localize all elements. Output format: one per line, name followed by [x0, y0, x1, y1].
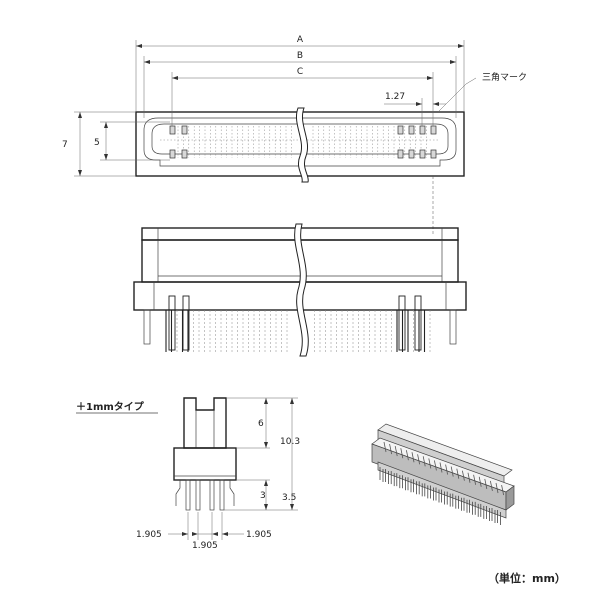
- dim-a: A: [297, 35, 304, 45]
- detail-pins: [175, 479, 235, 511]
- dim-height-outer: 7: [62, 140, 68, 150]
- top-view-shroud-inner: [151, 123, 449, 155]
- plus-1mm-detail: [168, 397, 298, 540]
- detail-upper-body: [183, 397, 227, 449]
- dim-10-3: 10.3: [280, 437, 300, 447]
- top-view-shroud: [143, 117, 457, 167]
- dim-height-inner: 5: [94, 138, 100, 148]
- dim-b: B: [297, 51, 303, 61]
- top-view-pin-grid: [160, 126, 440, 158]
- side-view-break: [294, 223, 309, 357]
- top-view-pins-left: [169, 125, 188, 159]
- unit-note: （単位：mm）: [488, 571, 566, 585]
- top-dimensions: [74, 40, 477, 236]
- dim-1905-mid: 1.905: [192, 541, 218, 551]
- side-view-left-post: [143, 309, 151, 345]
- isometric-contact-slots: [383, 441, 504, 496]
- dim-1905-left: 1.905: [136, 530, 162, 540]
- isometric-pins: [379, 467, 502, 526]
- detail-base-block: [173, 447, 237, 481]
- dim-pitch: 1.27: [385, 92, 405, 102]
- side-view: [133, 223, 467, 357]
- top-view: [135, 107, 465, 183]
- triangle-mark-label: 三角マーク: [482, 71, 527, 83]
- dim-3: 3: [260, 491, 266, 501]
- top-view-break: [296, 107, 309, 183]
- dim-1905-right: 1.905: [246, 530, 272, 540]
- top-view-pins-right: [397, 125, 437, 159]
- dim-c: C: [297, 67, 303, 77]
- side-view-right-post: [449, 309, 457, 345]
- plus-1mm-type-label: ＋1mmタイプ: [76, 400, 145, 413]
- dim-3-5: 3.5: [282, 493, 296, 503]
- side-view-pins: [165, 295, 431, 352]
- dim-6: 6: [258, 419, 264, 429]
- isometric-view: [371, 423, 515, 526]
